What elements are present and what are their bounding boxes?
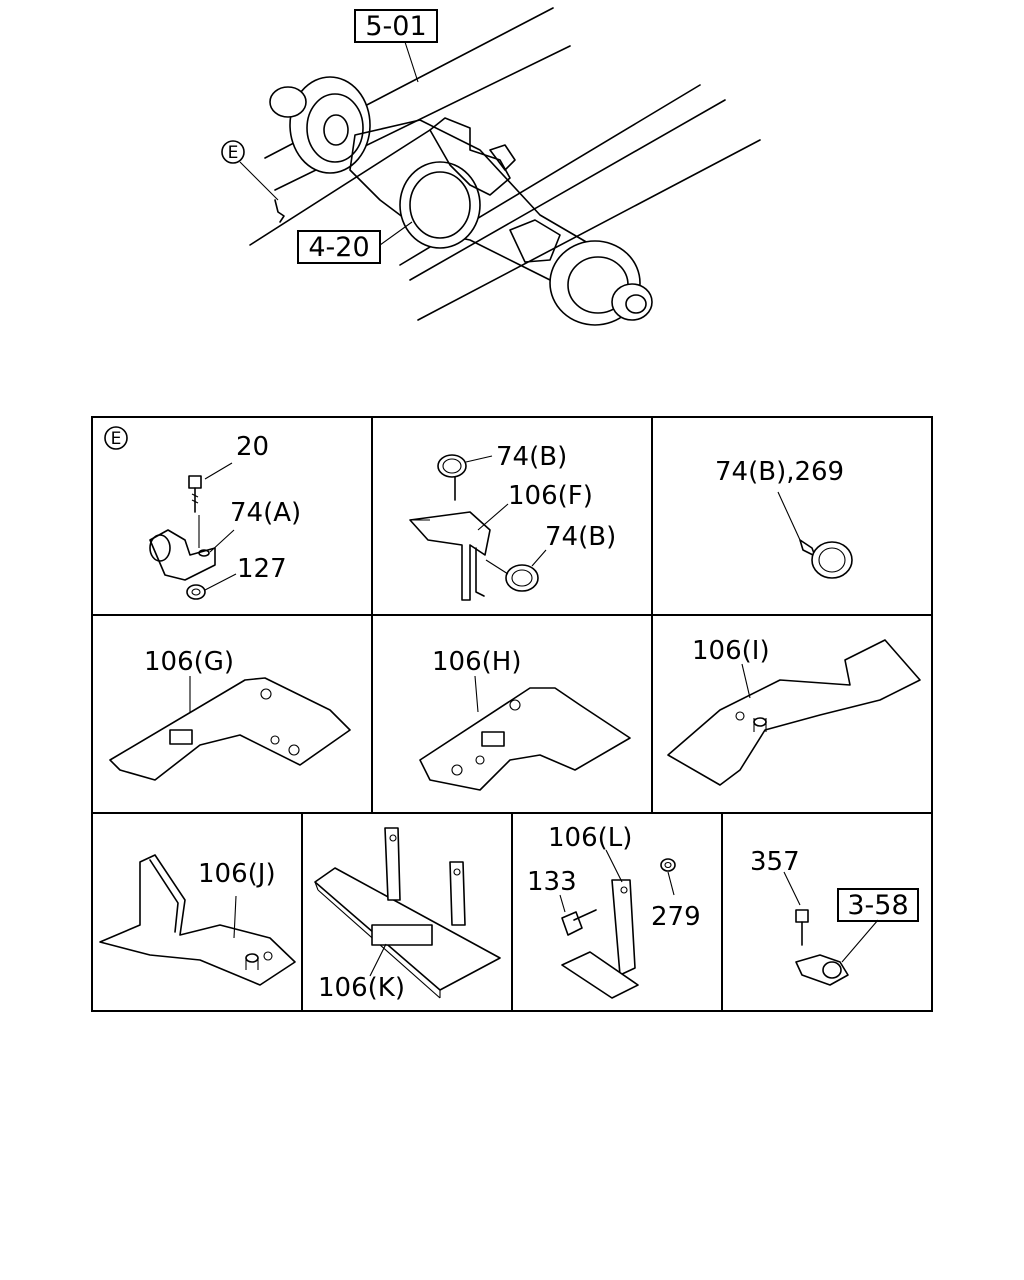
cell-plate-106i: 106(I)	[667, 636, 921, 786]
label-106g: 106(G)	[144, 647, 234, 677]
label-106h: 106(H)	[432, 647, 521, 677]
ref-5-01: 5-01	[365, 11, 426, 42]
cell-clip-357: 3-58 357	[750, 847, 919, 986]
label-133: 133	[527, 867, 577, 897]
label-106l: 106(L)	[548, 823, 632, 853]
detail-marker-e: E	[228, 143, 239, 163]
label-106k: 106(K)	[318, 973, 405, 1003]
label-279: 279	[651, 902, 701, 932]
label-106i: 106(I)	[692, 636, 770, 666]
label-74b-side: 74(B)	[545, 522, 616, 552]
cell-bracket-106f: 74(B) 106(F) 74(B)	[409, 442, 616, 601]
cell-plate-106h: 106(H)	[419, 647, 631, 791]
label-106f: 106(F)	[508, 481, 593, 511]
label-106j: 106(J)	[198, 859, 276, 889]
ref-box-5-01	[354, 9, 438, 43]
label-74b-269: 74(B),269	[715, 457, 844, 487]
ref-box-3-58	[837, 888, 919, 922]
cell-bracket-106l: 106(L) 133 279	[527, 823, 701, 999]
detail-grid	[91, 416, 933, 1012]
cell-band-269: 74(B),269	[715, 457, 853, 579]
ref-3-58: 3-58	[847, 890, 908, 921]
label-127: 127	[237, 554, 287, 584]
cell-plate-106g: 106(G)	[109, 647, 351, 781]
cell-marker-e: E	[111, 429, 122, 449]
cell-e-clip: E 20 74(A) 127	[104, 426, 301, 600]
label-74a: 74(A)	[230, 498, 301, 528]
cell-tray-106k: 106(K)	[314, 827, 501, 1003]
label-357: 357	[750, 847, 800, 877]
axle-assembly-illustration: E 5-01 4-20	[221, 7, 761, 326]
label-20: 20	[236, 432, 269, 462]
ref-4-20: 4-20	[308, 232, 369, 263]
ref-box-4-20	[297, 230, 381, 264]
label-74b-top: 74(B)	[496, 442, 567, 472]
cell-plate-106j: 106(J)	[99, 854, 296, 986]
